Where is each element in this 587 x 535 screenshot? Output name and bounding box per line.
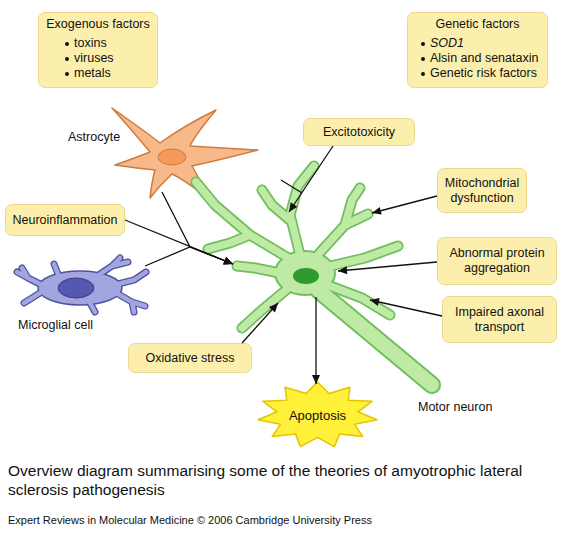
mechanism-box: Abnormal protein aggregation [437,237,557,285]
arrow-connector [338,262,437,274]
arrow-head [338,266,347,274]
mechanism-box: Excitotoxicity [303,118,415,146]
arrow-head [370,298,380,306]
bullet-text: Alsin and senataxin [430,51,538,66]
bullet-row: metals [65,66,111,81]
box-text: Excitotoxicity [323,125,395,140]
factor-box: Genetic factorsSOD1Alsin and senataxinGe… [407,12,548,88]
dendrite [196,166,398,328]
microglia-process [17,258,146,312]
arrow-connector [312,297,320,384]
bullet-dot [421,42,425,46]
connector-line [370,300,442,316]
neuron-nucleus [293,268,319,284]
microglia-body [38,271,122,305]
bullet-row: Genetic risk factors [421,66,537,81]
cell-label: Motor neuron [418,400,492,414]
bullet-dot [421,57,425,61]
bullet-text: SOD1 [430,36,464,51]
arrow-connector [370,298,442,316]
bullet-dot [65,57,69,61]
box-heading: Exogenous factors [46,17,150,32]
arrow-head [269,303,278,312]
bullet-text: viruses [74,51,114,66]
mechanism-box: Neuroinflammation [5,204,125,236]
astrocyte-body [112,108,258,200]
bullet-text: Genetic risk factors [430,66,537,81]
box-text: Oxidative stress [146,351,235,366]
astrocyte-nucleus [158,149,186,165]
factor-box: Exogenous factors toxinsvirusesmetals [38,12,158,88]
connector-line [145,247,233,266]
bullet-text: metals [74,66,111,81]
starburst [258,382,377,447]
cell-label: Astrocyte [68,130,120,144]
mechanism-box: Impaired axonal transport [442,296,557,343]
bullet-row: Alsin and senataxin [421,51,538,66]
arrow-connector [162,192,233,264]
bullet-dot [421,72,425,76]
arrow-head [372,207,382,215]
microglia-nucleus [58,278,94,298]
box-text: Mitochondrial dysfunction [442,176,522,206]
box-text: Neuroinflammation [13,213,118,228]
astrocyte-cell-shape [60,100,260,210]
figure-caption: Overview diagram summarising some of the… [8,462,523,500]
dendrite-outline [196,166,398,328]
bullet-row: toxins [65,36,107,51]
mechanism-box: Mitochondrial dysfunction [437,168,527,213]
connector-line [289,146,333,212]
astrocyte-cell: Astrocyte [60,100,260,210]
arrow-head [223,257,233,264]
bullet-text: toxins [74,36,107,51]
connector-line [372,196,437,213]
connector-line [338,262,437,271]
microglia-process-outline [17,258,146,312]
credit-note: Expert Reviews in Molecular Medicine © 2… [8,514,372,526]
arrow-connector [372,196,437,215]
connector-line [242,303,278,343]
connector-line [162,192,233,264]
bullet-row: viruses [65,51,114,66]
apoptosis-burst: Apoptosis [255,380,380,450]
arrow-head [289,202,297,212]
arrow-connector [242,303,278,343]
cell-label: Microglial cell [18,318,93,332]
bullet-dot [65,72,69,76]
arrow-connector [145,247,233,266]
bullet-dot [65,42,69,46]
arrow-connector [289,146,333,212]
microglial-cell: Microglial cell [10,255,150,335]
connector-line [315,297,316,384]
burst-label: Apoptosis [289,408,346,423]
box-heading: Genetic factors [435,17,519,32]
box-text: Impaired axonal transport [447,305,552,335]
box-text: Abnormal protein aggregation [442,246,552,276]
arrow-head [312,375,320,384]
mechanism-box: Oxidative stress [128,343,252,373]
bullet-row: SOD1 [421,36,464,51]
arrow-head [223,257,233,264]
